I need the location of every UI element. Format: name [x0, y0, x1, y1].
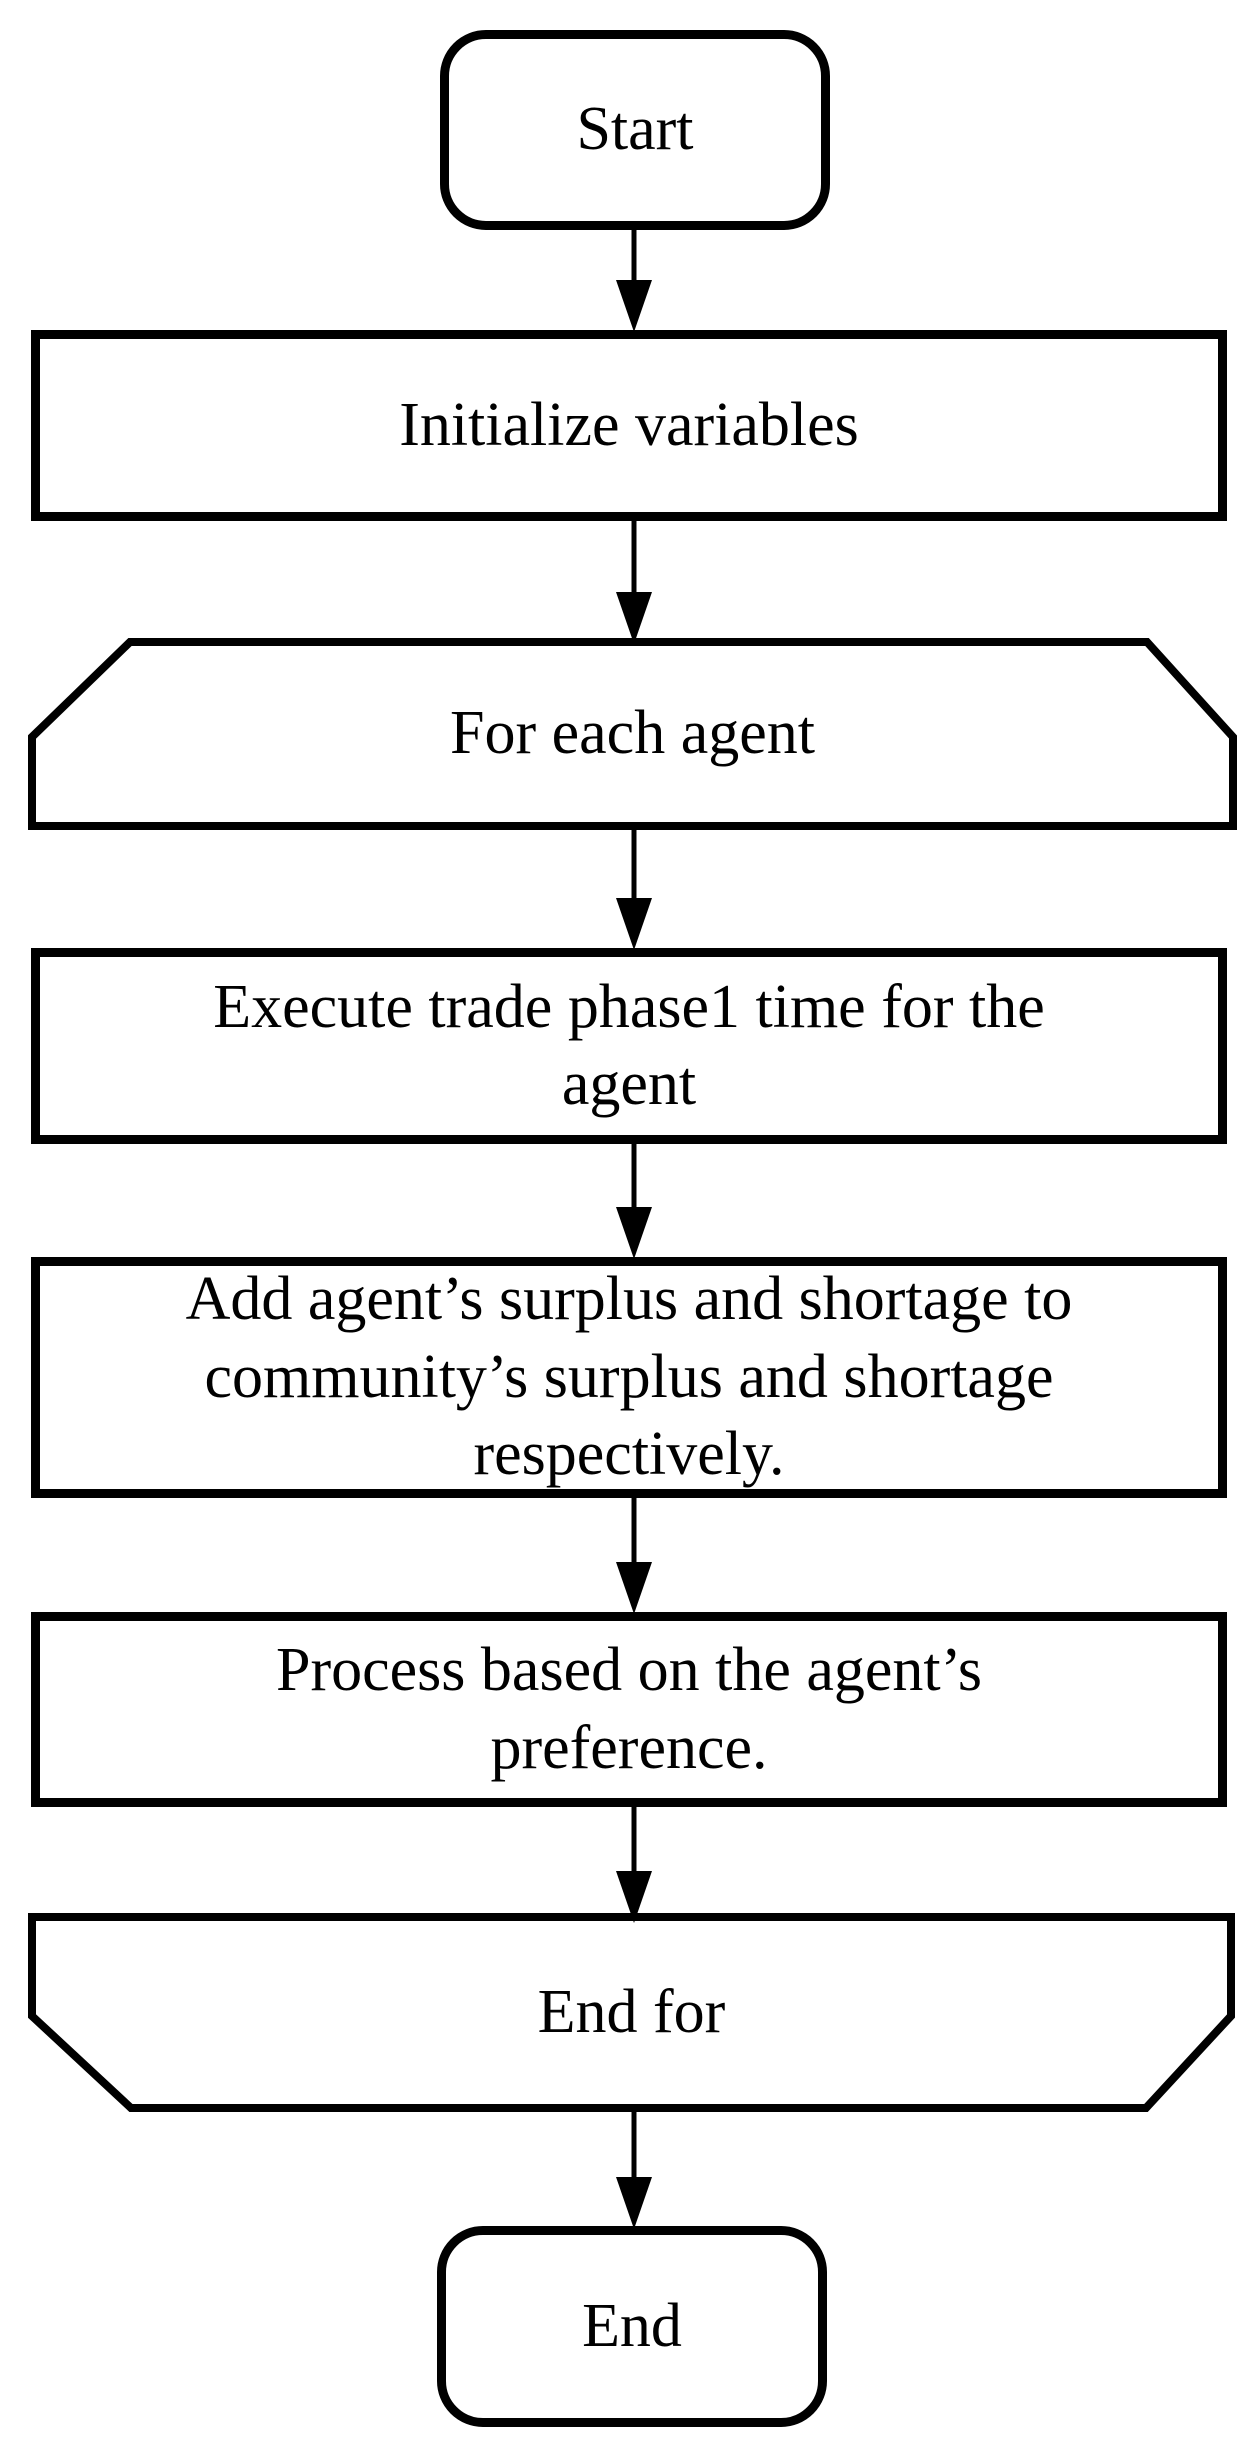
arrow-start-to-initialize [616, 227, 652, 332]
arrow-process-to-end-for [616, 1805, 652, 1923]
node-execute-trade-label: Execute trade phase1 time for the agent [213, 972, 1045, 1119]
arrow-initialize-to-for-each [616, 519, 652, 644]
arrow-execute-to-add [616, 1142, 652, 1259]
node-process-preference: Process based on the agent’s preference. [31, 1612, 1227, 1807]
arrow-end-for-to-end [616, 2110, 652, 2229]
node-process-preference-label: Process based on the agent’s preference. [276, 1636, 982, 1782]
node-start: Start [440, 30, 830, 230]
node-for-each-agent-label: For each agent [450, 699, 815, 768]
arrow-for-each-to-execute [616, 828, 652, 950]
node-add-surplus-shortage: Add agent’s surplus and shortage to comm… [31, 1257, 1227, 1498]
node-execute-trade: Execute trade phase1 time for the agent [31, 948, 1227, 1144]
node-end-for-label: End for [537, 1977, 726, 2046]
node-for-each-agent: For each agent [32, 642, 1233, 826]
for-each-agent-shape [28, 638, 1237, 830]
node-initialize-variables: Initialize variables [31, 330, 1227, 521]
node-end: End [437, 2226, 827, 2427]
node-start-label: Start [576, 95, 694, 164]
end-for-shape [28, 1913, 1235, 2112]
node-end-for: End for [32, 1917, 1231, 2108]
node-add-surplus-shortage-label: Add agent’s surplus and shortage to comm… [185, 1265, 1073, 1489]
arrow-add-to-process [616, 1495, 652, 1614]
node-initialize-variables-label: Initialize variables [399, 390, 859, 459]
node-end-label: End [582, 2291, 682, 2360]
